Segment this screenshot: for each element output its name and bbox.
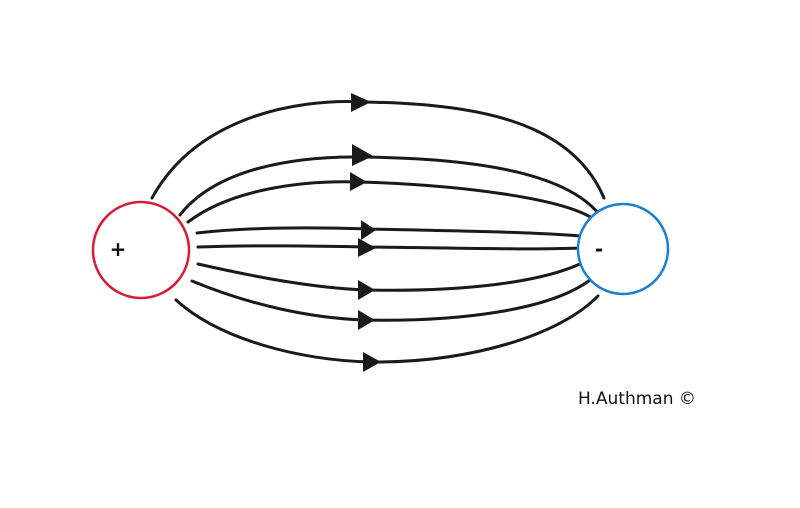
arrowheads xyxy=(350,93,381,372)
arrowhead-7 xyxy=(358,310,375,330)
arrowhead-2 xyxy=(352,144,373,166)
field-line-6 xyxy=(196,261,584,292)
arrowhead-4 xyxy=(361,220,376,240)
field-line-5 xyxy=(196,244,582,251)
arrowhead-1 xyxy=(351,93,371,112)
arrowhead-3 xyxy=(350,172,367,191)
field-line-8 xyxy=(174,294,600,364)
author-signature: H.Authman © xyxy=(578,389,696,409)
field-line-4 xyxy=(195,226,582,238)
positive-charge: + xyxy=(91,200,191,300)
arrowhead-8 xyxy=(363,352,381,372)
arrowhead-5 xyxy=(358,238,376,257)
field-lines xyxy=(150,100,606,364)
negative-charge-circle xyxy=(576,202,670,296)
field-line-3 xyxy=(186,180,594,224)
field-line-2 xyxy=(178,155,600,217)
positive-charge-symbol: + xyxy=(110,237,127,261)
negative-charge-symbol: - xyxy=(595,237,603,261)
field-line-7 xyxy=(190,278,592,322)
arrowhead-6 xyxy=(358,280,375,300)
positive-charge-circle xyxy=(91,200,191,300)
negative-charge: - xyxy=(576,202,670,296)
